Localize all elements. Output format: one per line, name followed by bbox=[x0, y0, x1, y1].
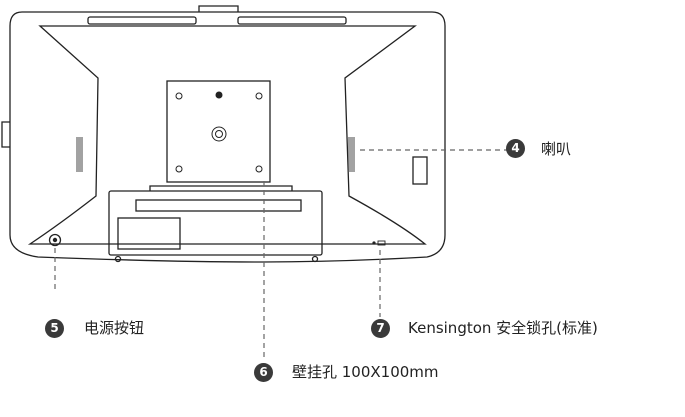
power-icon bbox=[52, 237, 58, 243]
kensington-slot-icon bbox=[372, 240, 386, 246]
kensington-label: Kensington 安全锁孔(标准) bbox=[408, 319, 598, 337]
speaker-label: 喇叭 bbox=[541, 140, 572, 158]
vesa-mount-label: 壁挂孔 100X100mm bbox=[292, 363, 439, 381]
speaker-grille-icon bbox=[76, 137, 355, 172]
monitor-outline bbox=[1, 5, 446, 263]
callout-4-badge: 4 bbox=[506, 139, 525, 158]
vesa-top-screw-icon bbox=[215, 91, 223, 99]
callout-7-badge: 7 bbox=[371, 319, 390, 338]
vesa-holes bbox=[175, 92, 263, 173]
callout-5-badge: 5 bbox=[45, 319, 64, 338]
callout-6-badge: 6 bbox=[254, 363, 273, 382]
leader-lines bbox=[54, 149, 507, 360]
power-button-label: 电源按钮 bbox=[84, 319, 145, 337]
